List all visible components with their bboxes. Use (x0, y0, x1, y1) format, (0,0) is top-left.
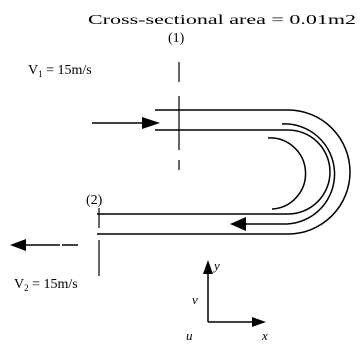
y-axis-arrowhead (203, 260, 213, 274)
coordinate-axes (203, 260, 266, 327)
v2-value: = 15m/s (29, 277, 78, 292)
v2-subscript: 2 (24, 283, 29, 293)
u-bend-pipe (97, 109, 351, 235)
v2-label: V2 = 15m/s (14, 277, 78, 293)
pipe-outer-wall (97, 109, 351, 235)
v2-symbol: V (14, 277, 24, 292)
v1-subscript: 1 (38, 69, 43, 79)
cross-sectional-area-label: Cross-sectional area = 0.01m2 (88, 13, 356, 28)
x-axis-arrowhead (252, 317, 266, 327)
outlet-flow-arrow (10, 239, 78, 251)
y-axis-label: y (212, 258, 220, 273)
pipe-inner-wall (97, 129, 331, 215)
v1-label: V1 = 15m/s (28, 63, 92, 79)
section-1-label: (1) (168, 31, 185, 46)
section-2-label: (2) (86, 193, 103, 208)
v1-symbol: V (28, 63, 38, 78)
v1-value: = 15m/s (43, 63, 92, 78)
x-axis-label: x (261, 328, 268, 343)
u-component-label: u (186, 328, 193, 343)
inlet-flow-arrow (92, 117, 160, 129)
internal-flow-arrow (230, 123, 336, 231)
v-component-label: v (192, 292, 198, 307)
